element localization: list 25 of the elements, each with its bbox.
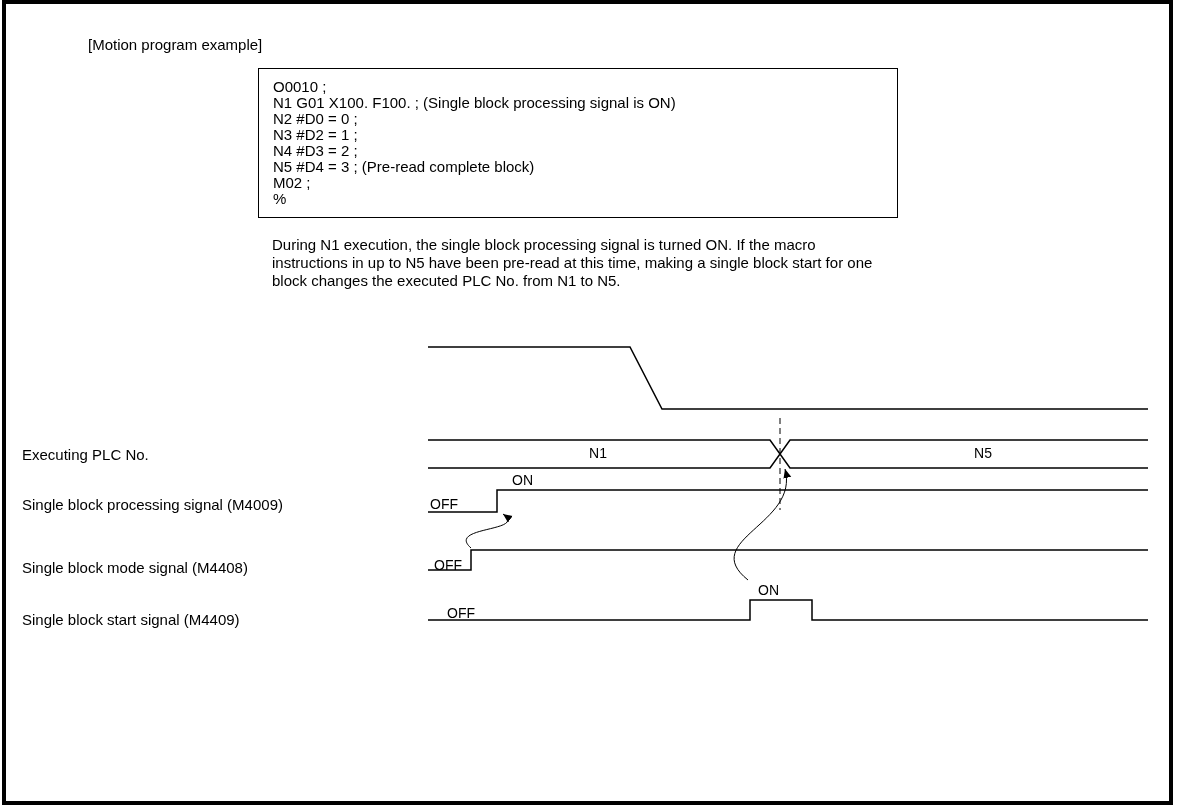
- signal-state-label: OFF: [430, 496, 458, 513]
- signal-state-label: OFF: [447, 605, 475, 622]
- description-text: During N1 execution, the single block processing signal is turned ON. If the macro instructions in up to N5 have been pre-read at this time, making a single block start for one block changes the executed PLC No. from N1 to N5.: [272, 236, 874, 290]
- code-line: O0010 ;: [273, 79, 328, 95]
- signal-state-label: ON: [758, 582, 779, 599]
- signal-state-label: ON: [512, 472, 533, 489]
- code-line: N3 #D2 = 1 ;: [273, 127, 359, 143]
- signal-name: Executing PLC No.: [22, 446, 149, 464]
- signal-name: Single block mode signal (M4408): [22, 559, 248, 577]
- code-box: [258, 68, 898, 218]
- signal-state-label: N1: [588, 445, 608, 462]
- code-line: %: [273, 191, 288, 207]
- signal-state-label: OFF: [434, 557, 462, 574]
- signal-name: Single block processing signal (M4009): [22, 496, 283, 514]
- code-line: N1 G01 X100. F100. ; (Single block processing signal is ON): [273, 95, 677, 111]
- code-line: M02 ;: [273, 175, 312, 191]
- code-line: N5 #D4 = 3 ; (Pre-read complete block): [273, 159, 536, 175]
- code-line: N4 #D3 = 2 ;: [273, 143, 359, 159]
- cause-arrow: [733, 468, 790, 581]
- signal-name: Single block start signal (M4409): [22, 611, 240, 629]
- cause-arrow: [465, 513, 513, 549]
- signal-state-label: N5: [973, 445, 993, 462]
- code-line: N2 #D0 = 0 ;: [273, 111, 359, 127]
- speed-waveform: [428, 346, 1148, 412]
- title: [Motion program example]: [88, 36, 263, 53]
